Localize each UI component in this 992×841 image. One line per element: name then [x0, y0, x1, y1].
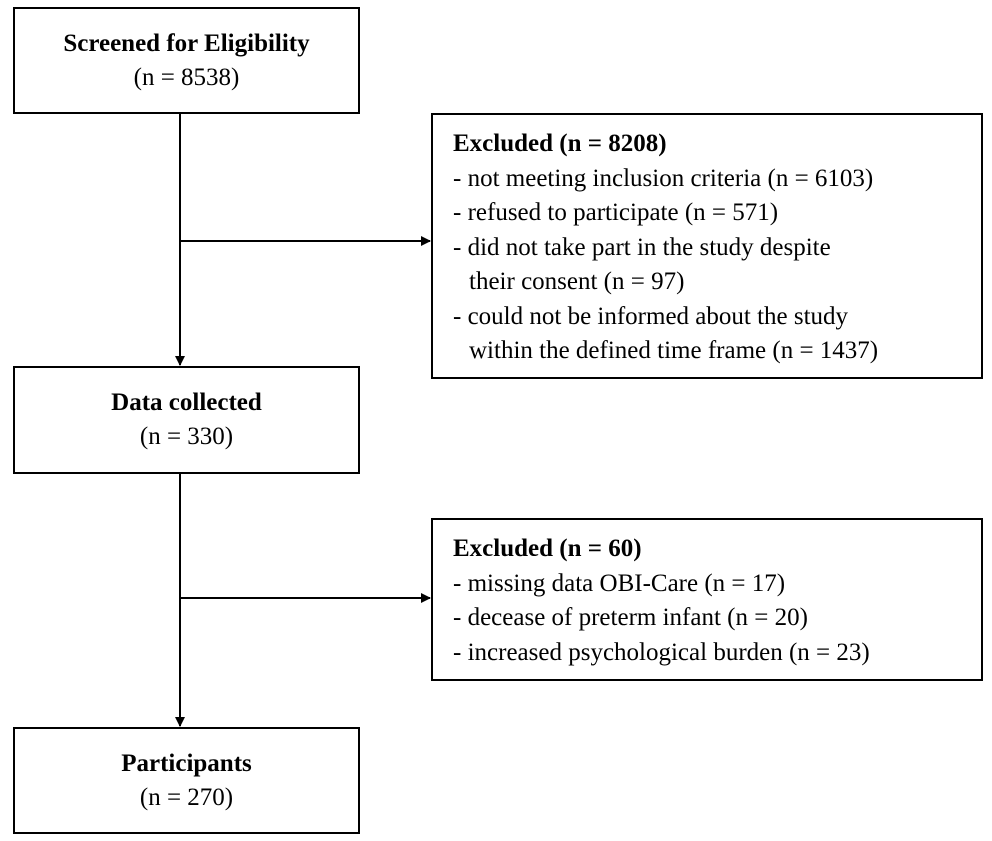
step-participants-title: Participants: [121, 749, 252, 777]
step-data-collected-title: Data collected: [111, 389, 262, 416]
exclusion-2-item: - decease of preterm infant (n = 20): [453, 604, 808, 631]
exclusion-box-1: Excluded (n = 8208) - not meeting inclus…: [431, 113, 983, 379]
step-participants: Participants (n = 270): [13, 727, 360, 834]
step-screened: Screened for Eligibility (n = 8538): [13, 7, 360, 114]
step-screened-title: Screened for Eligibility: [63, 29, 310, 57]
exclusion-1-title: Excluded (n = 8208): [453, 130, 667, 157]
exclusion-2-item: - increased psychological burden (n = 23…: [453, 638, 870, 666]
exclusion-box-2: Excluded (n = 60) - missing data OBI-Car…: [431, 518, 983, 681]
exclusion-2-item: - missing data OBI-Care (n = 17): [453, 569, 786, 597]
exclusion-1-item: - refused to participate (n = 571): [453, 199, 779, 226]
step-data-collected-count: (n = 330): [139, 423, 234, 450]
exclusion-1-item: - did not take part in the study despite…: [453, 233, 831, 296]
exclusion-1-item: - not meeting inclusion criteria (n = 61…: [453, 164, 874, 192]
step-participants-count: (n = 270): [139, 783, 234, 811]
exclusion-2-title: Excluded (n = 60): [453, 535, 642, 562]
step-data-collected: Data collected (n = 330): [13, 366, 360, 474]
step-screened-count: (n = 8538): [133, 63, 240, 91]
